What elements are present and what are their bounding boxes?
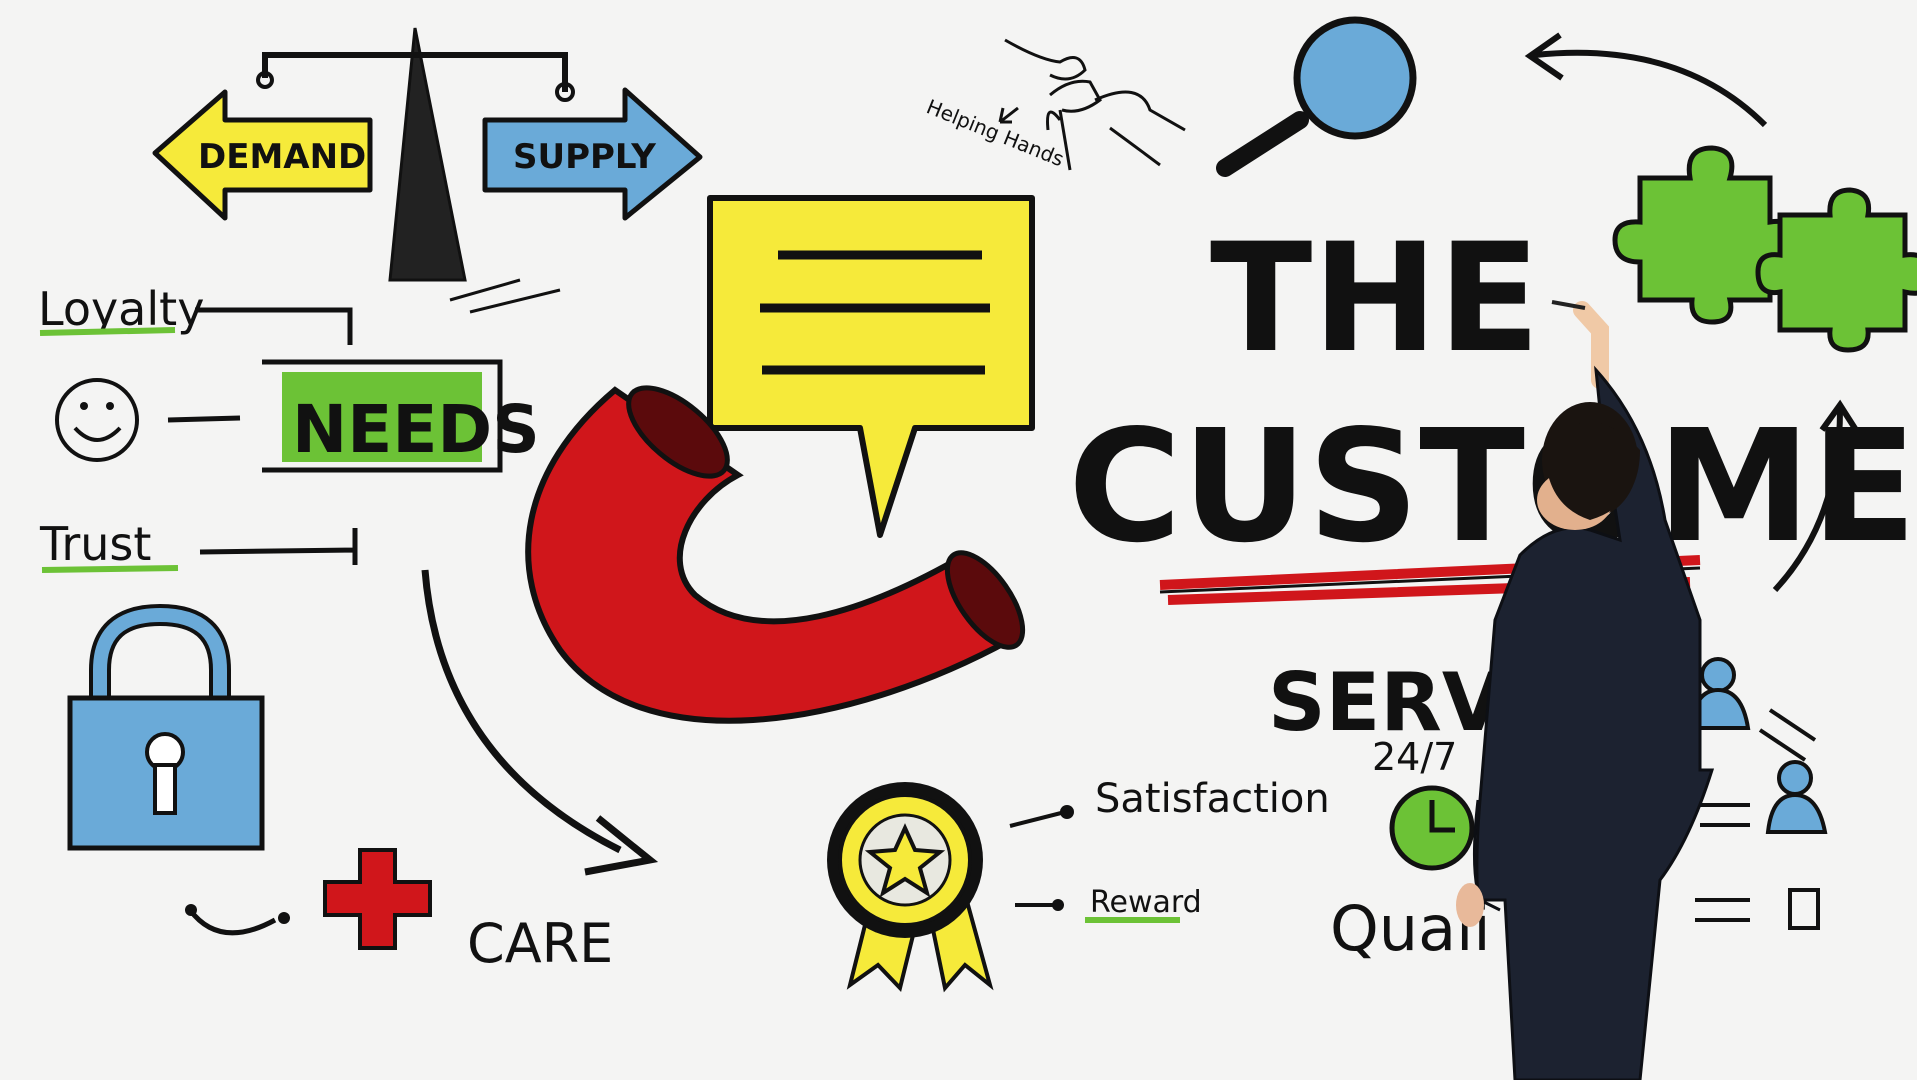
demand-arrow: DEMAND	[152, 89, 373, 221]
helping-hands-label: Helping Hands	[923, 94, 1067, 171]
businessman	[1456, 300, 1715, 1080]
needs-label: NEEDS	[292, 391, 540, 468]
hours-label: 24/7	[1372, 735, 1457, 779]
award-ribbon-icon	[827, 782, 994, 993]
medical-cross-icon	[323, 848, 432, 950]
smiley-icon	[55, 378, 241, 462]
padlock-icon	[67, 603, 265, 851]
needs-box: NEEDS	[262, 359, 540, 473]
loyalty-label: Loyalty	[38, 282, 204, 336]
satisfaction-label: Satisfaction	[1095, 776, 1330, 822]
care-label: CARE	[467, 912, 613, 975]
puzzle-pieces-icon	[1612, 145, 1917, 353]
trust-label: Trust	[39, 517, 151, 571]
the-heading: THE	[1210, 212, 1540, 386]
telephone-receiver-icon	[525, 385, 1026, 724]
supply-label: SUPPLY	[513, 137, 656, 177]
magnifying-glass-icon	[1216, 16, 1417, 177]
people-exchange-icon	[1687, 657, 1828, 930]
demand-label: DEMAND	[198, 137, 366, 177]
balance-scale-icon	[256, 27, 575, 314]
speech-bubble-icon	[707, 195, 1035, 538]
helping-hands-icon	[998, 38, 1186, 171]
clock-icon	[1389, 785, 1475, 871]
supply-arrow: SUPPLY	[482, 87, 703, 221]
reward-label: Reward	[1090, 885, 1202, 920]
customer-heading: CUSTOMER	[1068, 396, 1917, 577]
